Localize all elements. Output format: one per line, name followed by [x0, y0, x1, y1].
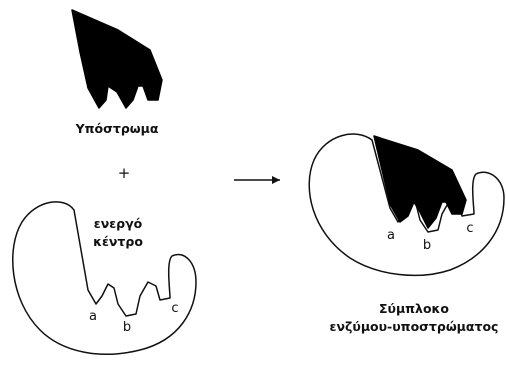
- complex-site-a: a: [387, 228, 395, 243]
- substrate-shape: [72, 10, 162, 108]
- enzyme-site-c: c: [171, 301, 178, 316]
- reaction-arrow-head: [272, 176, 280, 184]
- active-site-label-line2: κέντρο: [93, 234, 143, 249]
- complex-label-line1: Σύμπλοκο: [379, 301, 449, 316]
- complex-site-b: b: [423, 238, 431, 253]
- complex-label-line2: ενζύμου-υποστρώματος: [330, 319, 499, 334]
- enzyme-site-b: b: [123, 320, 131, 335]
- active-site-label-line1: ενεργό: [94, 216, 143, 231]
- plus-sign: +: [118, 164, 131, 182]
- substrate-label: Υπόστρωμα: [75, 121, 159, 136]
- enzyme-site-a: a: [89, 309, 97, 324]
- complex-site-c: c: [466, 221, 473, 236]
